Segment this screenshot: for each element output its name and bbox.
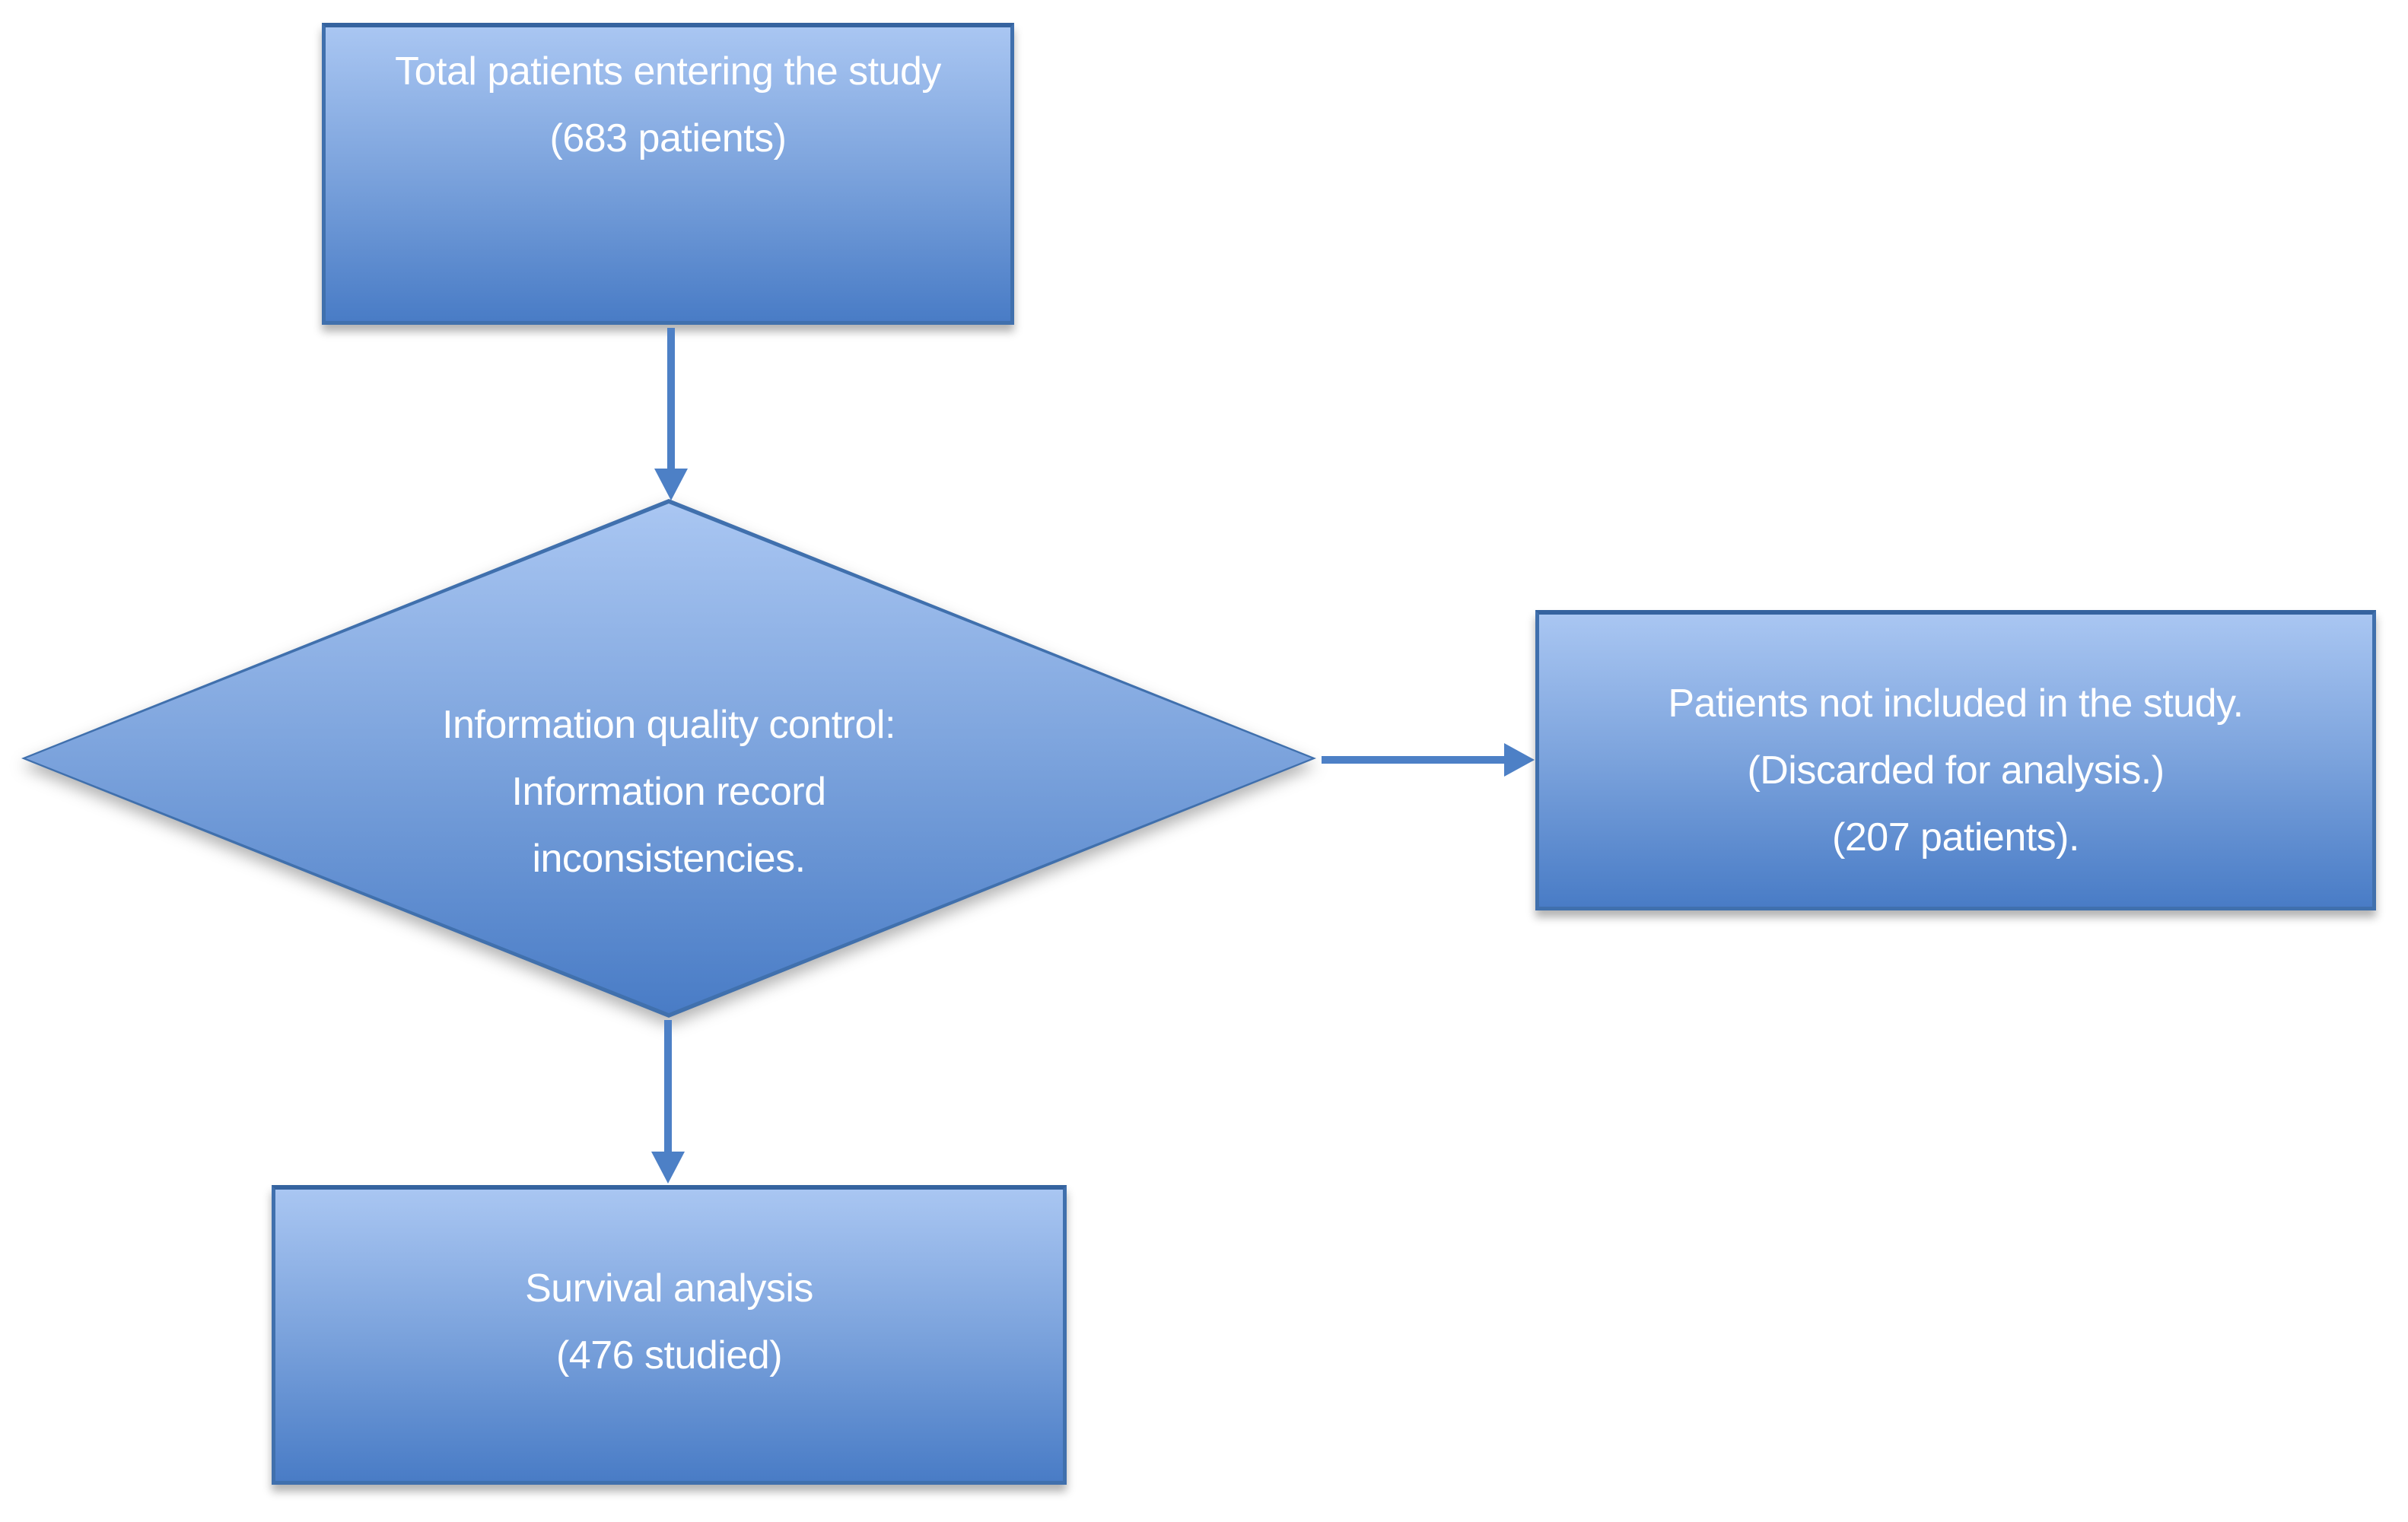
node-survival-analysis: Survival analysis (476 studied): [272, 1185, 1067, 1485]
node-patients-not-included: Patients not included in the study. (Dis…: [1535, 610, 2376, 910]
node-quality-control-decision: Information quality control: Information…: [21, 499, 1316, 1018]
node-text-line: (207 patients).: [1832, 815, 2079, 860]
arrow-decision-to-survival-shaft: [664, 1020, 672, 1153]
node-text-line: Survival analysis: [525, 1266, 813, 1311]
node-text-line: inconsistencies.: [532, 837, 806, 881]
arrow-decision-to-excluded-shaft: [1322, 756, 1506, 764]
node-text-line: (683 patients): [549, 116, 787, 160]
node-text-line: Patients not included in the study.: [1668, 682, 2244, 726]
arrow-decision-to-excluded-head: [1504, 743, 1535, 777]
node-text-line: (Discarded for analysis.): [1747, 748, 2165, 793]
arrow-total-to-decision-head: [654, 469, 688, 500]
node-total-patients: Total patients entering the study (683 p…: [322, 23, 1014, 325]
node-text-line: Information record: [511, 770, 826, 814]
node-text-line: Total patients entering the study: [395, 49, 941, 94]
diamond-text-block: Information quality control: Information…: [21, 499, 1316, 1018]
arrow-total-to-decision-shaft: [667, 328, 675, 470]
arrow-decision-to-survival-head: [651, 1152, 685, 1184]
node-text-line: Information quality control:: [442, 703, 895, 747]
node-text-line: (476 studied): [555, 1333, 783, 1377]
